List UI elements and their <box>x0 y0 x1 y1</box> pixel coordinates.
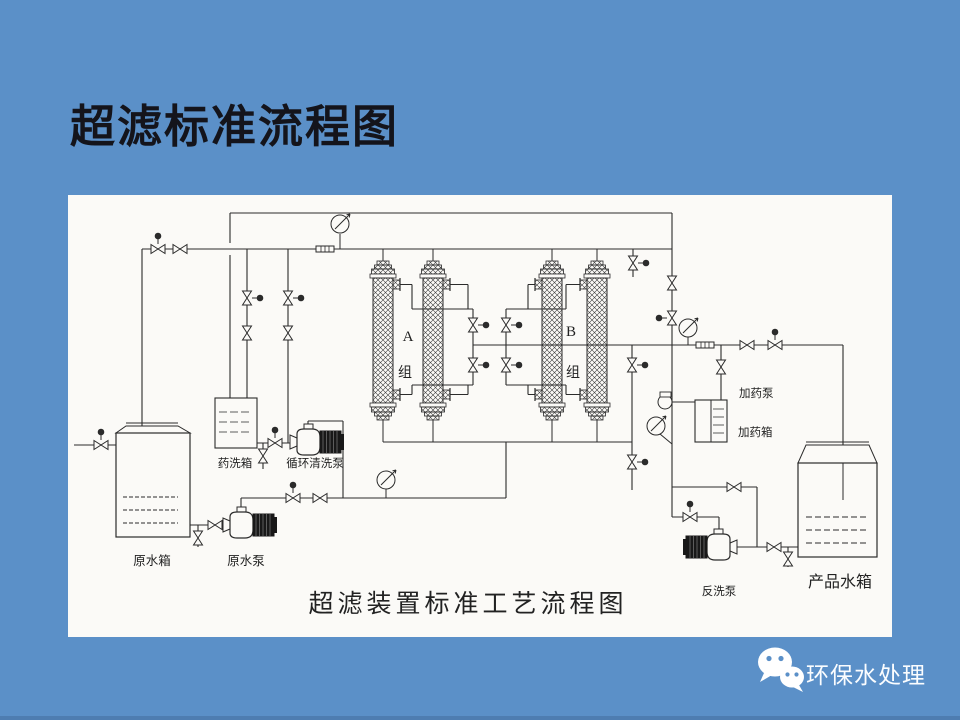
process-flow-diagram: 药洗箱 循环清洗泵 原水箱 原水泵 A 组 B 组 加药泵 加药箱 反洗泵 产品… <box>74 212 878 618</box>
label-dosing-pump: 加药泵 <box>739 387 774 400</box>
chemical-wash-tank <box>214 397 258 449</box>
label-raw-water-pump: 原水泵 <box>227 554 265 568</box>
diagram-caption: 超滤装置标准工艺流程图 <box>308 590 627 618</box>
process-flow-diagram-panel: 药洗箱 循环清洗泵 原水箱 原水泵 A 组 B 组 加药泵 加药箱 反洗泵 产品… <box>68 195 892 637</box>
label-dosing-tank: 加药箱 <box>738 425 773 439</box>
actuated-valve-icons <box>93 232 783 522</box>
membrane-column-a1 <box>369 248 401 443</box>
label-group-b-2: 组 <box>566 365 580 381</box>
product-water-tank <box>797 441 878 558</box>
raw-water-tank <box>114 422 192 538</box>
label-chemical-wash-tank: 药洗箱 <box>218 456 253 470</box>
bottom-edge-line <box>0 716 960 720</box>
label-group-b: B <box>566 324 576 340</box>
label-circulation-cleaning-pump: 循环清洗泵 <box>286 457 344 470</box>
flow-element-icon <box>315 245 335 253</box>
label-backwash-pump: 反洗泵 <box>702 585 737 598</box>
flow-element-icon <box>695 341 715 349</box>
pressure-gauge-icons <box>330 213 699 498</box>
backwash-pump-icon <box>682 528 738 561</box>
label-raw-water-tank: 原水箱 <box>133 553 171 568</box>
wechat-logo-icon <box>758 647 804 692</box>
watermark: 环保水处理 <box>756 646 956 698</box>
dosing-pump-icon <box>657 391 673 410</box>
label-product-water-tank: 产品水箱 <box>808 573 872 591</box>
label-group-a: A <box>403 329 414 345</box>
circulation-cleaning-pump-icon <box>289 423 345 456</box>
label-group-a-2: 组 <box>398 365 412 381</box>
raw-water-pump-icon <box>222 506 278 539</box>
page-title: 超滤标准流程图 <box>70 101 400 152</box>
membrane-column-a2 <box>419 248 451 443</box>
dosing-tank <box>694 399 728 443</box>
watermark-text: 环保水处理 <box>806 662 926 688</box>
